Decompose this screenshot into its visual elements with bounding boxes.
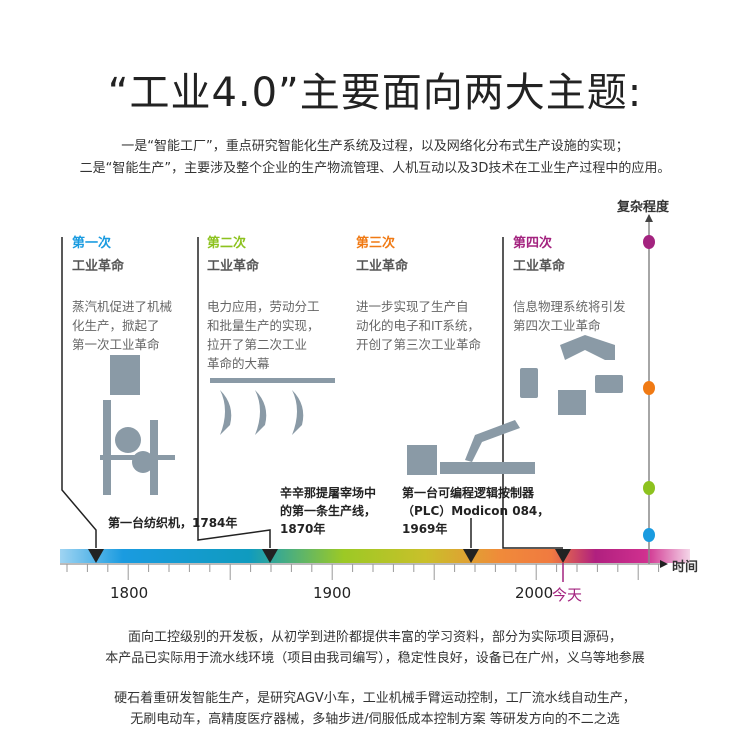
era3-event: 第一台可编程逻辑按制器 （PLC）Modicon 084， 1969年 [402,484,549,538]
footer-line-3: 硬石着重研发智能生产，是研究AGV小车，工业机械手臂运动控制，工厂流水线自动生产… [114,691,636,706]
plc-robot-illustration [407,420,535,475]
desc-line: 第四次工业革命 [513,318,601,333]
era4-ordinal: 第四次 [513,236,553,251]
desc-line: 第一次工业革命 [72,337,160,352]
dot-third [643,381,655,395]
era3-desc: 进一步实现了生产自动化的电子和IT系统， 开创了第三次工业革命 [356,297,481,354]
production-line-illustration [210,378,335,435]
cyber-physical-illustration [520,335,623,415]
y-axis-label: 复杂程度 [617,200,670,215]
subtitle-line-2: 二是“智能生产”，主要涉及整个企业的生产物流管理、人机互动以及3D技术在工业生产… [79,161,671,176]
era1-pointer-line [61,237,97,548]
event-line: 辛辛那提屠宰场中 [280,486,377,500]
footer-line-1: 面向工控级别的开发板，从初学到进阶都提供丰富的学习资料，部分为实际项目源码， [127,630,622,645]
event-line: 1870年 [280,522,326,536]
x-axis-arrow [660,560,668,568]
illustrations [100,335,623,495]
year-label-1900: 1900 [313,584,352,602]
x-axis-label: 时间 [672,560,699,575]
era4-desc: 信息物理系统将引发第四次工业革命 [513,297,626,335]
event-line: 的第一条生产线， [280,504,377,518]
era1-event: 第一台纺织机，1784年 [108,516,238,530]
era2-event: 辛辛那提屠宰场中的第一条生产线， 1870年 [280,484,376,538]
timeline-bar [60,549,690,563]
desc-line: 革命的大幕 [207,356,270,371]
event-line: （PLC）Modicon 084， [402,504,550,518]
era1-ordinal: 第一次 [72,236,112,251]
desc-line: 动化的电子和IT系统， [356,318,480,333]
era1-desc: 蒸汽机促进了机械化生产，掀起了第一次工业革命 [72,297,172,354]
desc-line: 进一步实现了生产自 [356,299,469,314]
desc-line: 和批量生产的实现， [207,318,320,333]
desc-line: 电力应用，劳动分工 [207,299,320,314]
desc-line: 开创了第三次工业革命 [356,337,482,352]
year-label-2000: 2000 [515,584,554,602]
event-line: 第一台可编程逻辑按制器 [402,486,535,500]
desc-line: 蒸汽机促进了机械 [72,299,173,314]
era3-ordinal: 第三次 [356,236,396,251]
era4-heading: 工业革命 [513,259,566,274]
marker-1870 [262,549,278,563]
desc-line: 拉开了第二次工业 [207,337,308,352]
year-label-1800: 1800 [110,584,149,602]
page-title: “工业4.0”主要面向两大主题: [107,70,643,116]
era2-heading: 工业革命 [207,259,260,274]
era2-pointer-line [197,237,271,548]
today-label: 今天 [552,586,583,604]
footer-line-4: 无刷电动车，高精度医疗器械，多轴步进/伺服低成本控制方案 等研发方向的不二之选 [130,712,620,727]
loom-illustration [100,355,175,495]
marker-today [555,549,571,563]
footer-line-2: 本产品已实际用于流水线环境（项目由我司编写），稳定性良好，设备已在广州，义乌等地… [105,651,645,666]
marker-1969 [463,549,479,563]
era1-heading: 工业革命 [72,259,125,274]
event-line: 1969年 [402,522,448,536]
y-axis-arrow [645,214,653,222]
era4-pointer-line [502,237,563,549]
dot-second [643,481,655,495]
marker-1784 [88,549,104,563]
era2-ordinal: 第二次 [207,236,247,251]
dot-fourth [643,235,655,249]
era3-heading: 工业革命 [356,259,409,274]
desc-line: 化生产，掀起了 [72,318,160,333]
subtitle-line-1: 一是“智能工厂”，重点研究智能化生产系统及过程，以及网络化分布式生产设施的实现； [121,139,629,154]
era2-desc: 电力应用，劳动分工和批量生产的实现， 拉开了第二次工业革命的大幕 [207,297,320,373]
dot-first [643,528,655,542]
desc-line: 信息物理系统将引发 [513,299,626,314]
